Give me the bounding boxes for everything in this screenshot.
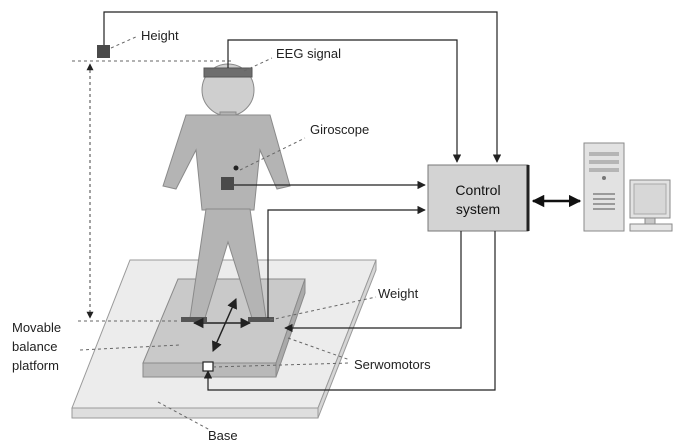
base-label: Base [208, 428, 238, 443]
desktop-computer-icon [583, 142, 673, 232]
control-system-label-1: Control [455, 182, 500, 198]
servomotor-box [202, 361, 214, 372]
height-signal-line [103, 11, 502, 163]
eeg-signal-label: EEG signal [276, 46, 341, 61]
gyroscope-sensor [221, 177, 234, 190]
human-figure [162, 63, 291, 322]
movable-label-1: Movable [12, 320, 61, 335]
eeg-leader [243, 57, 273, 72]
weight-label: Weight [378, 286, 419, 301]
platform-move-diagonal [212, 298, 237, 352]
serwomotors-leader-2 [287, 337, 351, 361]
movable-leader [79, 344, 181, 351]
eeg-band [203, 67, 253, 78]
height-sensor [97, 45, 110, 58]
weight-signal-line [267, 205, 426, 318]
height-leader [110, 35, 139, 49]
serwomotors-leader-1 [212, 362, 351, 368]
height-label: Height [141, 28, 179, 43]
base-leader [157, 401, 211, 431]
control-system-label-2: system [456, 201, 500, 217]
control-to-servo-line [203, 231, 496, 391]
movable-label-3: platform [12, 358, 59, 373]
weight-leader [269, 296, 377, 321]
serwomotors-label: Serwomotors [354, 357, 431, 372]
giroscope-label: Giroscope [310, 122, 369, 137]
control-system-box: Control system [427, 164, 530, 232]
control-to-platform-line [284, 231, 462, 333]
giroscope-leader [239, 137, 306, 171]
eeg-signal-line [227, 39, 462, 163]
movable-label-2: balance [12, 339, 58, 354]
